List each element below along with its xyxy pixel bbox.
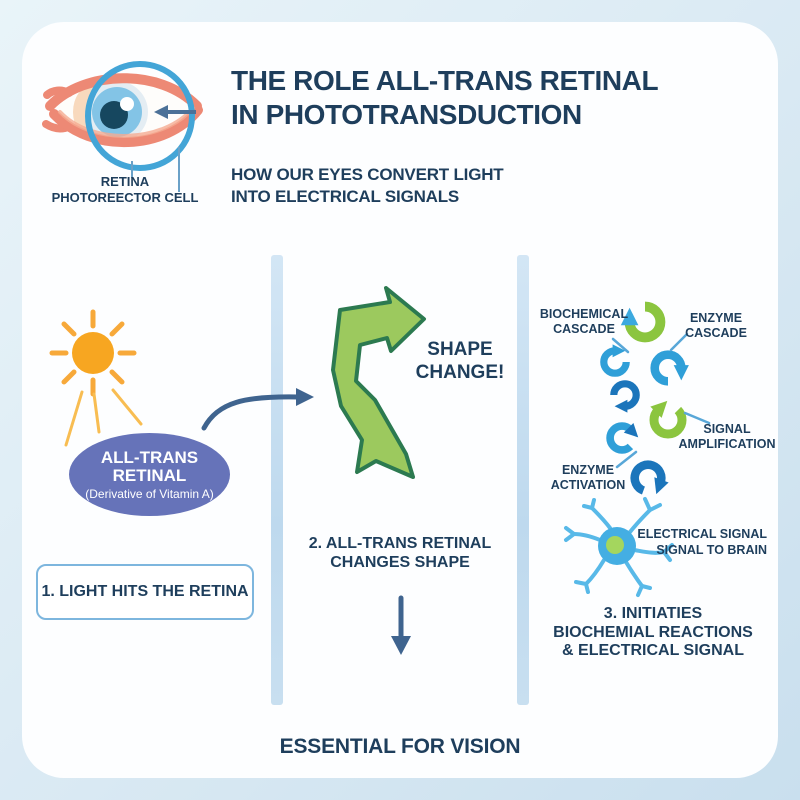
sun-icon <box>49 309 143 447</box>
subtitle-line1: HOW OUR EYES CONVERT LIGHT <box>231 165 504 184</box>
label-enzyme-activation: ENZYME ACTIVATION <box>550 463 626 492</box>
shape-change-callout: SHAPE CHANGE! <box>405 338 515 384</box>
zigzag-arrow-icon <box>331 286 426 479</box>
step2-caption: 2. ALL-TRANS RETINAL CHANGES SHAPE <box>300 534 500 572</box>
magnifier-circle-icon <box>85 61 195 171</box>
neuron-icon <box>564 497 674 597</box>
molecule-name-line1: ALL-TRANS <box>100 447 199 467</box>
eye-caption-line2: PHOTOREECTOR CELL <box>51 190 199 205</box>
label-signal-amplification: SIGNAL AMPLIFICATION <box>678 422 776 451</box>
step2-caption-line1: 2. ALL-TRANS RETINAL <box>308 535 492 552</box>
all-trans-retinal-oval: ALL-TRANS RETINAL (Derivative of Vitamin… <box>69 433 230 516</box>
subtitle-line2: INTO ELECTRICAL SIGNALS <box>231 187 460 206</box>
curved-arrow-icon <box>201 388 314 431</box>
callout-line1: SHAPE <box>427 339 493 360</box>
divider-bar-right <box>517 255 529 705</box>
title-line2: IN PHOTOTRANSDUCTION <box>231 99 582 130</box>
leader-lines <box>611 332 711 469</box>
cascade-swirls-icon <box>604 307 711 498</box>
page-subtitle: HOW OUR EYES CONVERT LIGHT INTO ELECTRIC… <box>231 164 651 208</box>
eye-caption: RETINA PHOTOREECTOR CELL <box>35 174 215 206</box>
label-biochemical-cascade: BIOCHEMICAL CASCADE <box>539 307 629 336</box>
step3-caption-line1: 3. INITIATIES <box>603 605 703 622</box>
divider-bar-left <box>271 255 283 705</box>
step3-caption: 3. INITIATIES BIOCHEMIAL REACTIONS & ELE… <box>543 605 763 661</box>
label-enzyme-cascade: ENZYME CASCADE <box>685 311 747 340</box>
light-beams-icon <box>64 388 143 447</box>
swirl-icon <box>605 416 644 454</box>
swirl-icon <box>655 355 689 382</box>
callout-line2: CHANGE! <box>415 362 505 383</box>
title-line1: THE ROLE ALL-TRANS RETINAL <box>231 65 659 96</box>
arrow-into-eye-icon <box>154 105 196 119</box>
down-arrow-icon <box>391 595 411 655</box>
molecule-note: (Derivative of Vitamin A) <box>85 486 214 501</box>
page-title: THE ROLE ALL-TRANS RETINAL IN PHOTOTRANS… <box>231 64 711 132</box>
step1-caption-box: 1. LIGHT HITS THE RETINA <box>36 564 254 620</box>
step3-caption-line2: BIOCHEMIAL REACTIONS <box>553 623 753 641</box>
step3-caption-line3: & ELECTRICAL SIGNAL <box>562 642 744 659</box>
step2-caption-line2: CHANGES SHAPE <box>330 554 470 571</box>
eye-caption-line1: RETINA <box>100 174 150 189</box>
label-electrical-signal: ELECTRICAL SIGNAL SIGNAL TO BRAIN <box>637 527 767 557</box>
molecule-name-line2: RETINAL <box>112 465 187 485</box>
footer-text: ESSENTIAL FOR VISION <box>279 735 521 758</box>
eye-icon <box>42 61 203 192</box>
swirl-icon <box>614 384 636 413</box>
step1-caption: 1. LIGHT HITS THE RETINA <box>41 583 249 600</box>
